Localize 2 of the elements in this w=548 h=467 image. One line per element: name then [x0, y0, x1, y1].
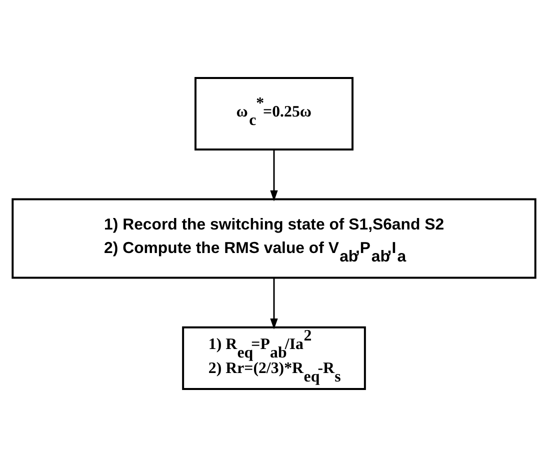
- arrow: [270, 278, 278, 330]
- arrow: [270, 150, 278, 202]
